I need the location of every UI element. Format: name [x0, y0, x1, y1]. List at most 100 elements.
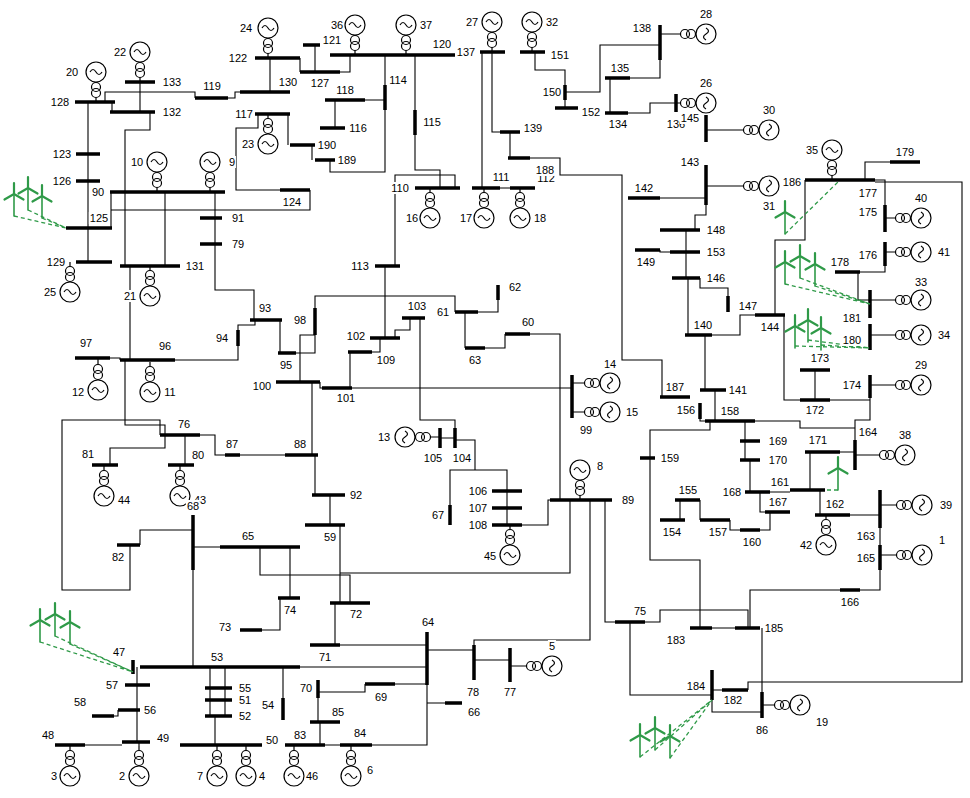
number-label: 80: [191, 449, 205, 461]
number-label: 134: [608, 118, 628, 130]
number-label: 67: [431, 509, 445, 521]
label-anchor: 65: [241, 530, 255, 542]
label-anchor: 102: [346, 330, 366, 342]
label-anchor: 111: [492, 171, 511, 183]
number-label: 161: [770, 476, 790, 488]
generator-symbol: [345, 15, 365, 55]
generator-symbol: [891, 242, 931, 262]
generator-symbol: [816, 515, 836, 555]
label-anchor: 28: [699, 8, 713, 20]
label-anchor: 104: [452, 452, 472, 464]
label-anchor: 99: [579, 424, 593, 436]
label-anchor: 53: [210, 651, 224, 663]
number-label: 179: [895, 146, 915, 158]
label-anchor: 31: [762, 200, 776, 212]
number-label: 164: [858, 426, 878, 438]
label-anchor: 37: [419, 19, 433, 31]
number-label: 3: [50, 770, 58, 782]
label-anchor: 101: [336, 392, 356, 404]
number-label: 148: [706, 224, 726, 236]
number-label: 84: [353, 727, 367, 739]
number-label: 40: [914, 192, 928, 204]
label-anchor: 146: [706, 272, 726, 284]
generator-symbol: [130, 42, 150, 82]
label-anchor: 118: [335, 84, 355, 96]
label-anchor: 19: [815, 716, 829, 728]
label-anchor: 58: [73, 696, 87, 708]
label-anchor: 160: [742, 536, 762, 548]
number-label: 159: [660, 452, 680, 464]
number-label: 36: [330, 19, 344, 31]
label-anchor: 97: [79, 337, 93, 349]
wind-connection: [14, 180, 870, 758]
generator-symbol: [94, 466, 114, 506]
number-label: 131: [185, 260, 205, 272]
generator-symbol: [580, 373, 620, 393]
number-label: 178: [830, 256, 850, 268]
number-label: 26: [699, 77, 713, 89]
label-anchor: 165: [856, 552, 876, 564]
label-anchor: 9: [228, 156, 236, 168]
number-label: 35: [805, 144, 819, 156]
number-label: 119: [202, 80, 222, 92]
number-label: 4: [258, 770, 266, 782]
number-label: 126: [52, 175, 72, 187]
label-anchor: 13: [377, 431, 391, 443]
label-anchor: 133: [162, 76, 182, 88]
generator-leads: [98, 34, 892, 746]
label-anchor: 116: [348, 122, 368, 134]
label-anchor: 167: [768, 496, 788, 508]
label-anchor: 22: [113, 46, 127, 58]
number-label: 76: [177, 418, 191, 430]
label-anchor: 135: [610, 62, 630, 74]
number-label: 144: [760, 321, 780, 333]
number-label: 48: [41, 729, 55, 741]
number-label: 155: [678, 484, 698, 496]
wind-turbine: [19, 177, 38, 210]
number-label: 141: [728, 384, 748, 396]
generator-symbol: [822, 140, 842, 180]
number-label: 106: [468, 485, 488, 497]
number-label: 37: [419, 19, 433, 31]
number-label: 15: [625, 406, 639, 418]
number-label: 38: [898, 429, 912, 441]
number-label: 176: [858, 249, 878, 261]
wind-turbine: [61, 611, 80, 644]
number-label: 51: [238, 694, 252, 706]
label-anchor: 39: [939, 499, 953, 511]
label-anchor: 75: [633, 605, 647, 617]
number-label: 103: [407, 300, 427, 312]
number-label: 22: [113, 46, 127, 58]
label-anchor: 48: [41, 729, 55, 741]
label-anchor: 90: [91, 186, 105, 198]
label-anchor: 36: [330, 19, 344, 31]
number-label: 30: [762, 104, 776, 116]
label-anchor: 148: [706, 224, 726, 236]
label-anchor: 150: [542, 86, 562, 98]
label-anchor: 166: [840, 596, 860, 608]
number-label: 72: [349, 608, 363, 620]
label-anchor: 178: [830, 256, 850, 268]
number-label: 162: [825, 498, 845, 510]
number-label: 151: [550, 49, 570, 61]
number-label: 71: [318, 651, 332, 663]
number-label: 34: [937, 329, 951, 341]
number-label: 183: [666, 634, 686, 646]
wind-turbine: [31, 609, 50, 642]
number-label: 115: [422, 116, 442, 128]
label-anchor: 69: [374, 691, 388, 703]
number-label: 170: [768, 454, 788, 466]
label-anchor: 107: [468, 502, 488, 514]
label-anchor: 137: [456, 46, 476, 58]
number-label: 111: [492, 171, 511, 183]
label-anchor: 35: [805, 144, 819, 156]
number-label: 46: [305, 770, 319, 782]
number-label: 54: [261, 699, 275, 711]
label-anchor: 114: [388, 74, 408, 86]
number-label: 135: [610, 62, 630, 74]
number-label: 44: [117, 494, 131, 506]
number-label: 81: [81, 448, 95, 460]
generator-symbol: [770, 695, 810, 715]
generator-symbol: [676, 93, 716, 113]
label-anchor: 87: [225, 438, 239, 450]
